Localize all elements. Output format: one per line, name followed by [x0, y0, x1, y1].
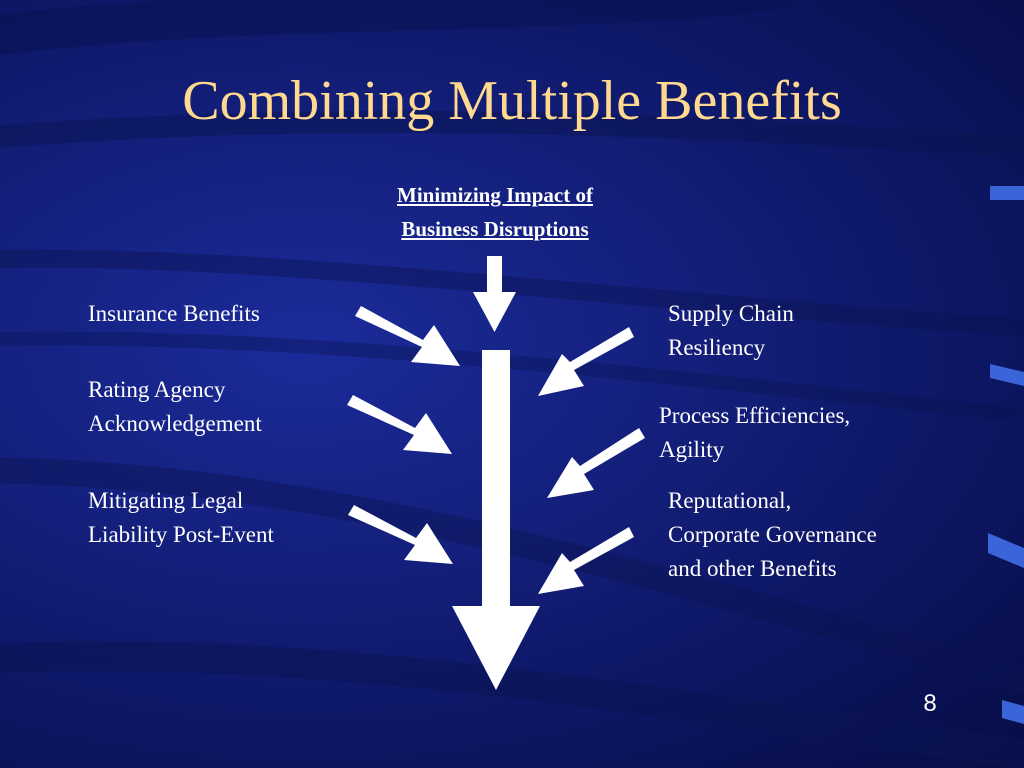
background-swoosh: [0, 641, 1024, 768]
label-line: Liability Post-Event: [88, 522, 274, 547]
label-line: and other Benefits: [668, 556, 837, 581]
accent-mark: [1002, 700, 1024, 724]
label-line: Agility: [659, 437, 725, 462]
label-line: Supply Chain: [668, 301, 794, 326]
main-down-arrow: [452, 350, 540, 690]
background-swoosh: [0, 0, 798, 56]
benefit-label-process-efficiencies: Process Efficiencies, Agility: [659, 399, 850, 467]
diagram-header-line: Business Disruptions: [401, 217, 589, 241]
accent-mark: [990, 364, 1024, 386]
label-line: Insurance Benefits: [88, 301, 260, 326]
diagram-header: Minimizing Impact of Business Disruption…: [290, 178, 700, 246]
label-line: Resiliency: [668, 335, 766, 360]
benefit-label-insurance: Insurance Benefits: [88, 297, 260, 331]
label-line: Mitigating Legal: [88, 488, 244, 513]
label-line: Reputational,: [668, 488, 792, 513]
right-arrow-3: [538, 527, 634, 594]
label-line: Corporate Governance: [668, 522, 877, 547]
background-swoosh: [0, 331, 1024, 423]
top-down-arrow: [473, 256, 516, 332]
right-arrow-2: [547, 428, 645, 498]
page-number: 8: [923, 690, 937, 717]
background-swoosh: [0, 249, 1024, 337]
left-arrow-2: [347, 395, 452, 454]
background-swoosh: [0, 110, 1024, 159]
background-swoosh: [0, 457, 1024, 694]
slide-title: Combining Multiple Benefits: [182, 70, 842, 132]
accent-mark: [990, 186, 1024, 200]
label-line: Acknowledgement: [88, 411, 262, 436]
left-arrow-3: [348, 505, 453, 564]
diagram-header-line: Minimizing Impact of: [397, 183, 593, 207]
benefit-label-supply-chain: Supply Chain Resiliency: [668, 297, 794, 365]
benefit-label-rating-agency: Rating Agency Acknowledgement: [88, 373, 262, 441]
left-arrow-1: [355, 306, 460, 366]
accent-mark: [988, 533, 1024, 568]
benefit-label-reputational: Reputational, Corporate Governance and o…: [668, 484, 877, 586]
benefit-label-legal-liability: Mitigating Legal Liability Post-Event: [88, 484, 274, 552]
right-arrow-1: [538, 327, 634, 396]
label-line: Rating Agency: [88, 377, 226, 402]
label-line: Process Efficiencies,: [659, 403, 851, 428]
